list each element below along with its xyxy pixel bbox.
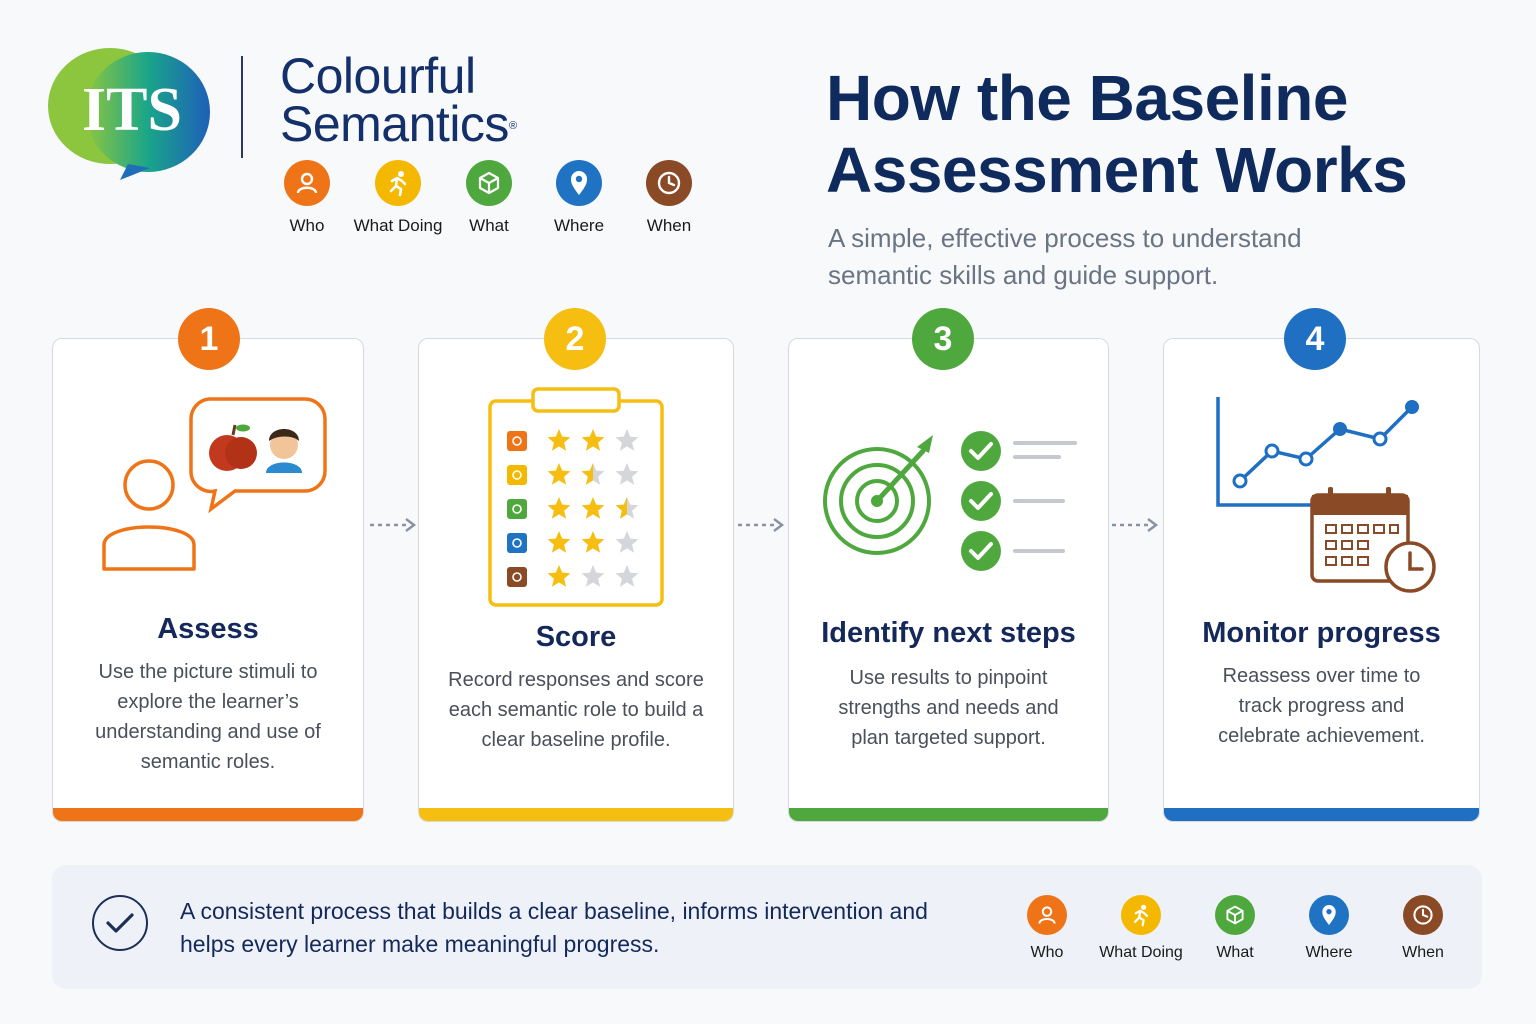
star-empty <box>615 565 639 587</box>
dotted-arrow-icon <box>370 514 418 541</box>
page-subtitle: A simple, effective process to understan… <box>828 223 1302 290</box>
rating-row-role-icon <box>507 431 527 451</box>
check-circle-icon <box>92 895 148 951</box>
dotted-arrow-icon <box>1112 514 1160 541</box>
rating-row-role-icon <box>507 465 527 485</box>
step-card-identify: Identify next steps Use results to pinpo… <box>788 338 1109 822</box>
dotted-arrow-icon <box>738 514 786 541</box>
step-number-badge: 2 <box>544 308 606 370</box>
step-title: Assess <box>157 613 259 645</box>
location-pin-icon <box>556 160 602 206</box>
star-filled <box>581 531 605 553</box>
location-pin-icon <box>1309 895 1349 935</box>
step-card-monitor: Monitor progress Reassess over time to t… <box>1163 338 1480 822</box>
star-half-fill <box>615 497 627 519</box>
step-card-assess: Assess Use the picture stimuli to explor… <box>52 338 364 822</box>
star-empty <box>615 463 639 485</box>
its-logo: ITS <box>48 46 218 186</box>
step-card-score: Score Record responses and score each se… <box>418 338 734 822</box>
cube-icon <box>1215 895 1255 935</box>
role-when: When <box>624 160 714 236</box>
role-where: Where <box>1282 895 1376 962</box>
running-person-icon <box>375 160 421 206</box>
rating-row-role-glyph <box>512 470 522 480</box>
step-title: Score <box>535 621 617 653</box>
role-what-doing: What Doing <box>352 160 444 236</box>
footer-summary: A consistent process that builds a clear… <box>52 865 1482 989</box>
step-title: Monitor progress <box>1202 617 1441 649</box>
logo-divider <box>241 56 243 158</box>
step-number-badge: 3 <box>912 308 974 370</box>
semantic-roles-legend: Who What Doing What Where When <box>262 160 714 236</box>
star-empty <box>581 565 605 587</box>
svg-text:ITS: ITS <box>82 76 182 144</box>
step-number-badge: 1 <box>178 308 240 370</box>
line-chart-calendar-icon <box>1216 397 1436 593</box>
rating-row-role-glyph <box>512 436 522 446</box>
running-person-icon <box>1121 895 1161 935</box>
cube-icon <box>466 160 512 206</box>
star-half-fill <box>581 463 593 485</box>
role-what: What <box>444 160 534 236</box>
step-color-bar <box>419 808 733 821</box>
role-where: Where <box>534 160 624 236</box>
star-filled <box>547 531 571 553</box>
page-title: How the Baseline Assessment Works <box>826 62 1408 206</box>
rating-row-role-glyph <box>512 538 522 548</box>
star-filled <box>547 497 571 519</box>
target-checklist-icon <box>823 431 1077 571</box>
rating-row-role-icon <box>507 499 527 519</box>
person-icon <box>284 160 330 206</box>
step-number-badge: 4 <box>1284 308 1346 370</box>
star-rating-clipboard-icon <box>488 387 664 607</box>
step-color-bar <box>53 808 363 821</box>
star-filled <box>547 429 571 451</box>
star-empty <box>615 429 639 451</box>
brand-name: Colourful Semantics® <box>280 48 517 152</box>
footer-text: A consistent process that builds a clear… <box>180 898 928 957</box>
step-title: Identify next steps <box>821 617 1076 649</box>
clock-icon <box>646 160 692 206</box>
star-filled <box>547 565 571 587</box>
role-when: When <box>1376 895 1470 962</box>
step-description: Record responses and score each semantic… <box>448 669 704 751</box>
step-color-bar <box>789 808 1108 821</box>
rating-row-role-icon <box>507 533 527 553</box>
role-what: What <box>1188 895 1282 962</box>
clock-icon <box>1403 895 1443 935</box>
step-description: Reassess over time to track progress and… <box>1218 665 1425 747</box>
semantic-roles-legend-footer: Who What Doing What Where When <box>1000 895 1470 962</box>
step-description: Use the picture stimuli to explore the l… <box>95 661 321 773</box>
role-who: Who <box>1000 895 1094 962</box>
star-filled <box>581 429 605 451</box>
role-who: Who <box>262 160 352 236</box>
star-empty <box>615 531 639 553</box>
rating-row-role-glyph <box>512 572 522 582</box>
person-icon <box>1027 895 1067 935</box>
star-filled <box>547 463 571 485</box>
rating-row-role-glyph <box>512 504 522 514</box>
step-description: Use results to pinpoint strengths and ne… <box>838 667 1059 749</box>
rating-row-role-icon <box>507 567 527 587</box>
star-filled <box>581 497 605 519</box>
step-color-bar <box>1164 808 1479 821</box>
role-what-doing: What Doing <box>1094 895 1188 962</box>
person-speech-bubble-icon <box>102 397 327 571</box>
